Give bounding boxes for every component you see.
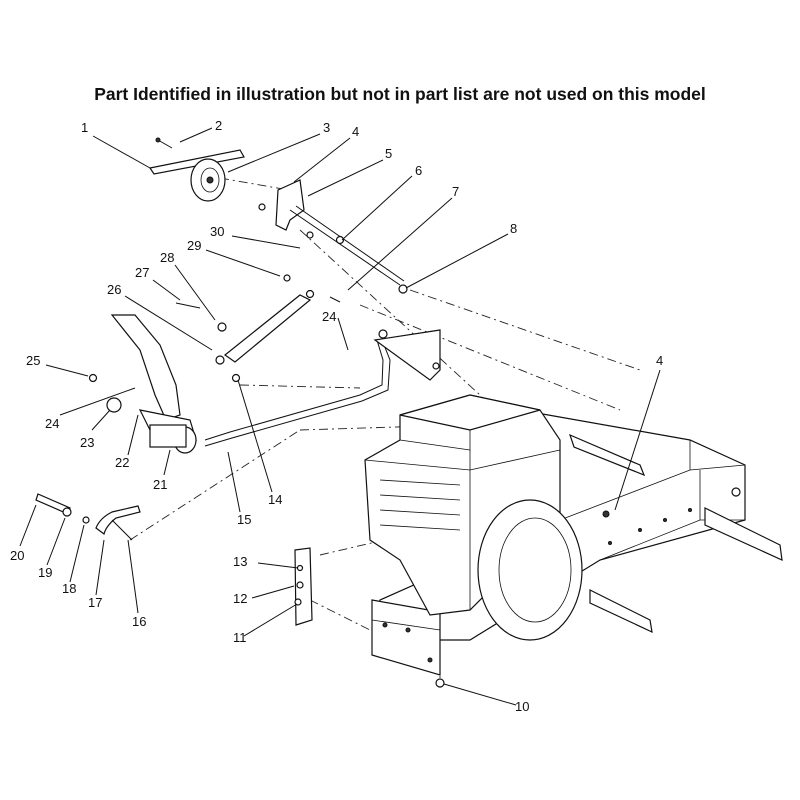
callout-14: 14 — [268, 492, 282, 507]
callout-30: 30 — [210, 224, 224, 239]
callout-3: 3 — [323, 120, 330, 135]
control-rods — [204, 329, 441, 447]
callout-11: 11 — [233, 630, 247, 645]
spring-cylinder-group — [215, 274, 341, 383]
callout-4-top: 4 — [352, 124, 359, 139]
idler-bracket-group — [258, 179, 408, 294]
callout-10: 10 — [515, 699, 529, 714]
callout-labels: 1 2 3 4 5 6 7 8 30 29 28 27 26 24 25 24 … — [10, 118, 663, 714]
leader-lines — [19, 127, 661, 706]
callout-2: 2 — [215, 118, 222, 133]
callout-23: 23 — [80, 435, 94, 450]
callout-20: 20 — [10, 548, 24, 563]
callout-16: 16 — [132, 614, 146, 629]
callout-1: 1 — [81, 120, 88, 135]
brake-rod-group — [35, 493, 141, 541]
callout-21: 21 — [153, 477, 167, 492]
callout-4-right: 4 — [656, 353, 663, 368]
callout-26: 26 — [107, 282, 121, 297]
callout-7: 7 — [452, 184, 459, 199]
callout-8: 8 — [510, 221, 517, 236]
callout-28: 28 — [160, 250, 174, 265]
callout-18: 18 — [62, 581, 76, 596]
callout-25: 25 — [26, 353, 40, 368]
callout-27: 27 — [135, 265, 149, 280]
callout-15: 15 — [237, 512, 251, 527]
page-title: Part Identified in illustration but not … — [94, 84, 706, 104]
callout-29: 29 — [187, 238, 201, 253]
callout-24-upper: 24 — [322, 309, 336, 324]
callout-13: 13 — [233, 554, 247, 569]
bracket-group-11-13 — [294, 510, 610, 688]
clutch-pedal-group — [88, 302, 227, 454]
callout-24-lower: 24 — [45, 416, 59, 431]
callout-5: 5 — [385, 146, 392, 161]
callout-12: 12 — [233, 591, 247, 606]
callout-6: 6 — [415, 163, 422, 178]
callout-22: 22 — [115, 455, 129, 470]
callout-19: 19 — [38, 565, 52, 580]
engine-assembly — [364, 394, 583, 641]
callout-17: 17 — [88, 595, 102, 610]
idler-pulley-group — [149, 137, 245, 202]
